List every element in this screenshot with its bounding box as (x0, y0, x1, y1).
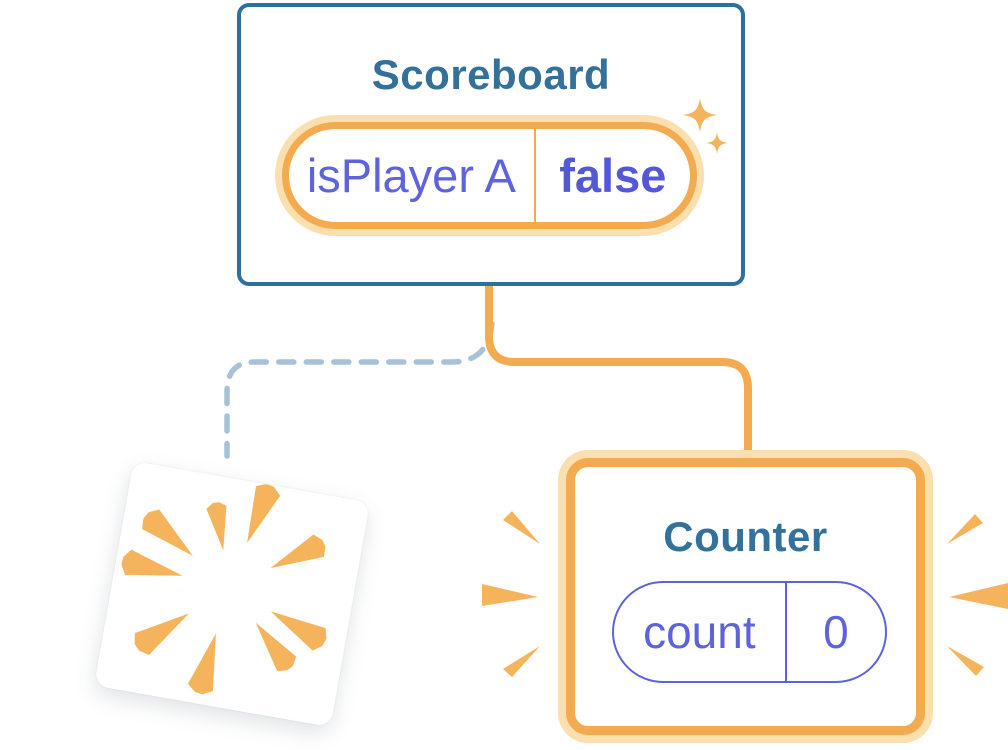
sparkles-icon (683, 98, 728, 154)
scoreboard-state-pill: isPlayer A false (282, 122, 697, 229)
counter-component-card: Counter count 0 (566, 458, 925, 735)
scoreboard-component-card: Scoreboard isPlayer A false (237, 3, 745, 286)
counter-title: Counter (663, 513, 828, 560)
scoreboard-title: Scoreboard (371, 51, 611, 98)
pill-divider (784, 583, 787, 681)
counter-state-pill: count 0 (612, 581, 887, 683)
pill-divider (533, 129, 536, 222)
state-key-label: count (643, 606, 756, 658)
solid-connector-to-counter (485, 280, 752, 460)
poof-burst-icon (121, 483, 327, 695)
destroyed-component-card (94, 460, 370, 728)
state-key-label: isPlayer A (306, 149, 516, 202)
dashed-connector-to-destroyed (224, 321, 495, 459)
state-value-label: false (559, 149, 667, 202)
state-value-label: 0 (823, 606, 849, 658)
